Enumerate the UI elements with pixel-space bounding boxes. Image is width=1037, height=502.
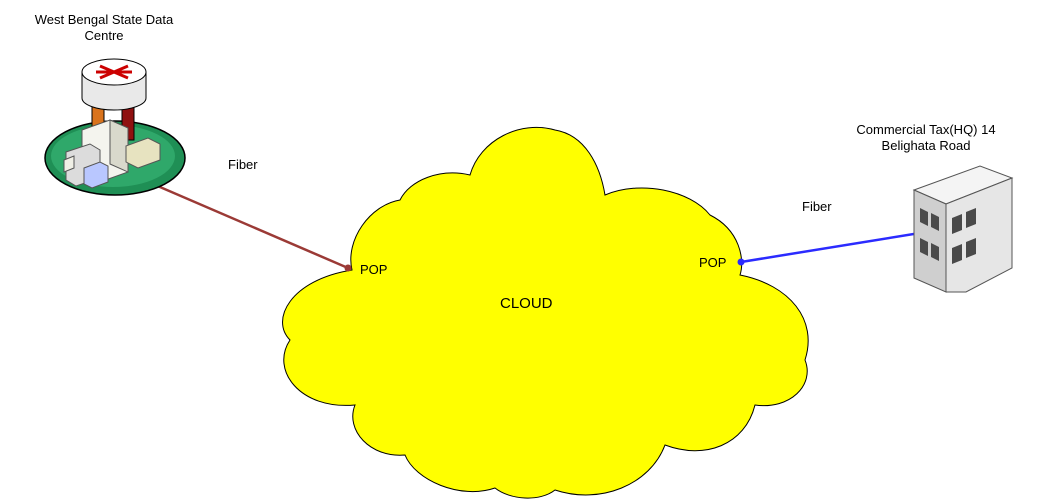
office-building-icon <box>912 165 1014 293</box>
datacentre-label-line1: West Bengal State Data <box>34 12 174 27</box>
pop-endpoint-right <box>737 258 745 266</box>
fiber-label-left: Fiber <box>228 157 258 172</box>
campus-router-icon <box>44 58 186 196</box>
pop-label-left: POP <box>360 262 388 277</box>
fiber-link-left <box>145 179 349 270</box>
pop-endpoint-left <box>344 264 352 272</box>
datacentre-label: West Bengal State Data Centre <box>4 12 204 44</box>
commercial-tax-label-line2: Belighata Road <box>881 138 971 153</box>
fiber-label-right: Fiber <box>802 199 832 214</box>
cloud-label: CLOUD <box>500 295 553 312</box>
cloud-shape <box>282 126 809 499</box>
datacentre-label-line2: Centre <box>84 28 124 43</box>
commercial-tax-label: Commercial Tax(HQ) 14 Belighata Road <box>838 122 1014 154</box>
commercial-tax-label-line1: Commercial Tax(HQ) 14 <box>856 122 996 137</box>
pop-label-right: POP <box>699 255 727 270</box>
